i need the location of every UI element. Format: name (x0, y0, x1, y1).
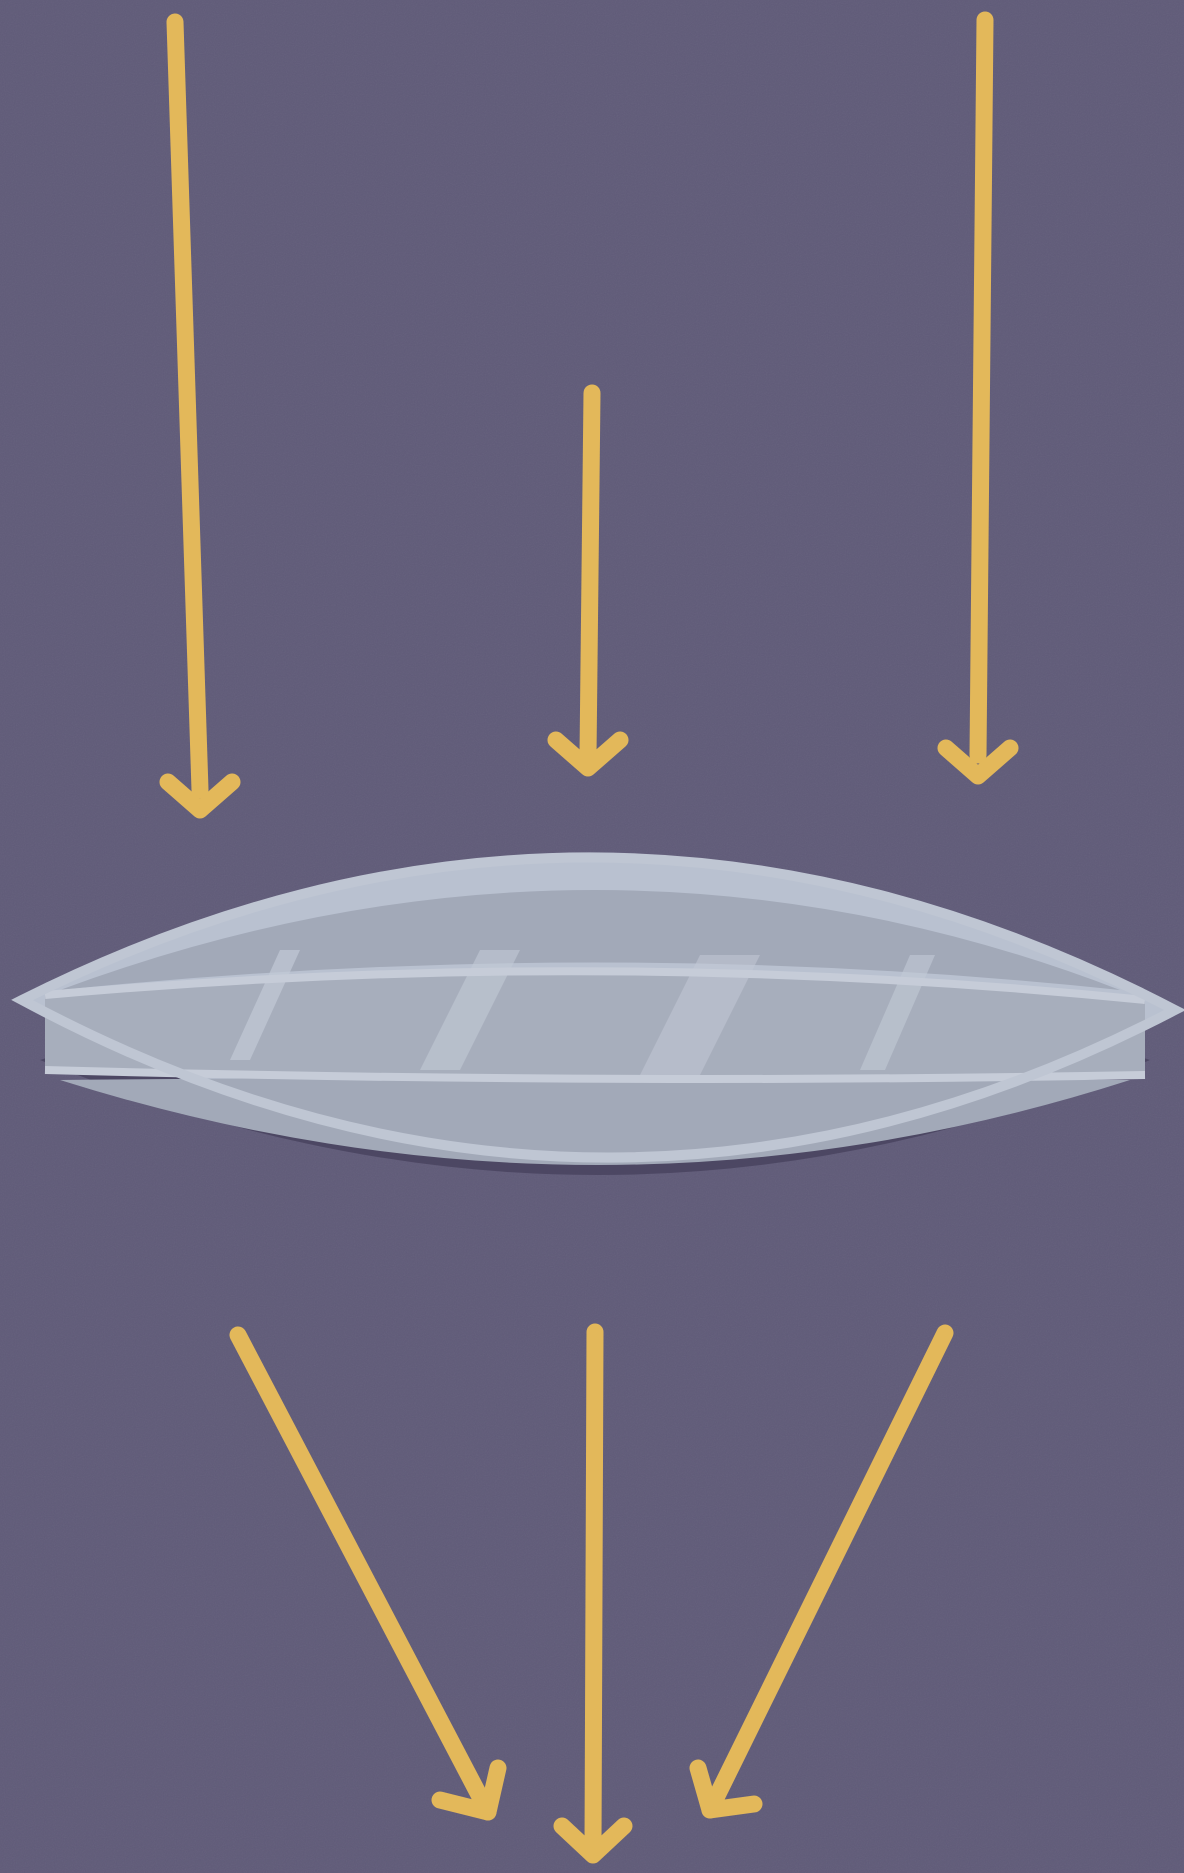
lens-diagram (0, 0, 1184, 1873)
diagram-canvas (0, 0, 1184, 1873)
